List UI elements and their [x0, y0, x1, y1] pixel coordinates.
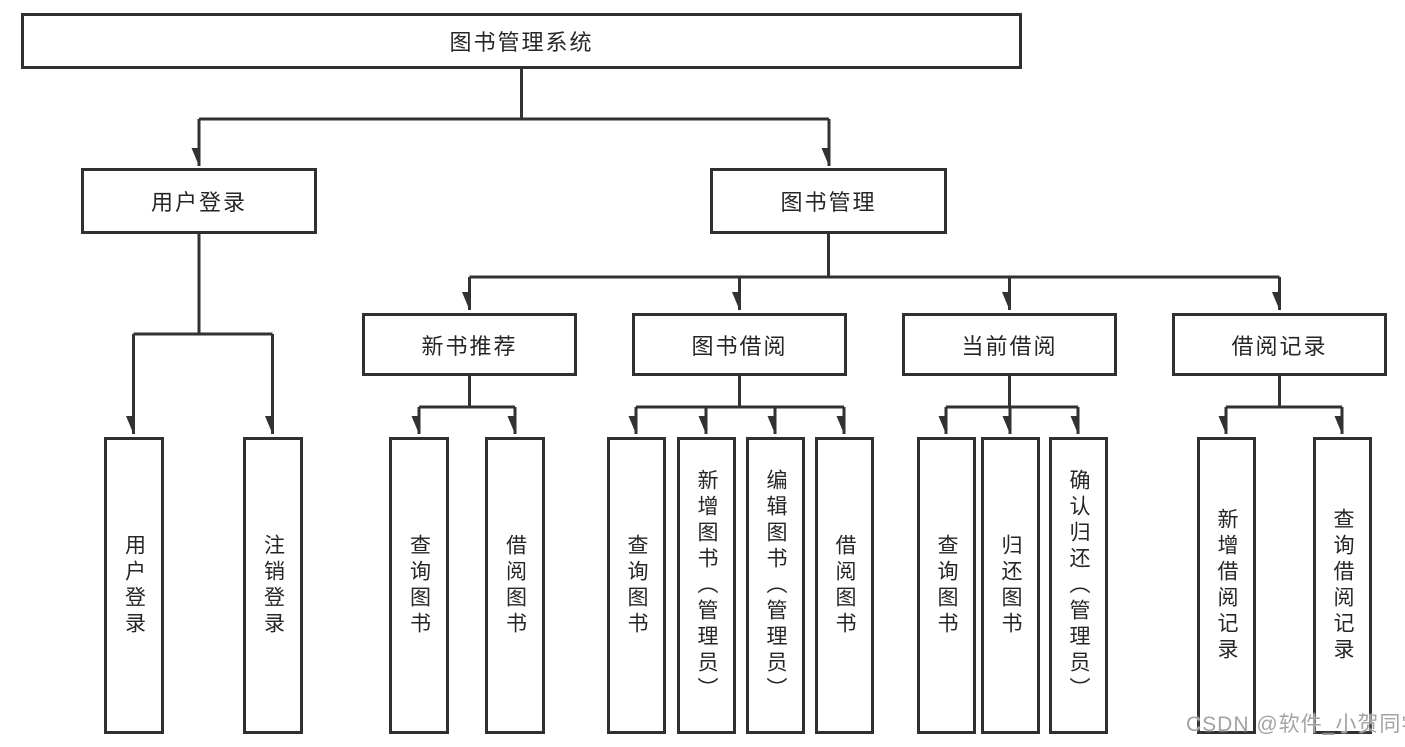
leaf-return-book: 归还图书 [981, 437, 1040, 734]
leaf-label: 查询图书 [935, 533, 958, 638]
leaf-borrow-book-1: 借阅图书 [485, 437, 545, 734]
node-label: 图书管理 [780, 190, 877, 215]
leaf-query-book-1: 查询图书 [389, 437, 449, 734]
leaf-query-borrow-record: 查询借阅记录 [1313, 437, 1372, 734]
leaf-label: 查询借阅记录 [1331, 507, 1354, 664]
leaf-label: 注销登录 [261, 533, 285, 638]
leaf-add-book-admin: 新增图书（管理员） [677, 437, 736, 734]
node-label: 图书管理系统 [449, 30, 594, 55]
leaf-label: 归还图书 [999, 533, 1022, 638]
leaf-user-login: 用户登录 [104, 437, 164, 734]
leaf-label: 新增借阅记录 [1215, 507, 1238, 664]
leaf-label: 用户登录 [122, 533, 146, 638]
leaf-label: 查询图书 [407, 533, 431, 638]
csdn-watermark: CSDN @软件_小贺同学 [1186, 713, 1405, 736]
leaf-logout: 注销登录 [243, 437, 303, 734]
node-label: 新书推荐 [421, 333, 518, 359]
node-label: 图书借阅 [691, 333, 788, 359]
node-label: 借阅记录 [1231, 333, 1328, 359]
node-label: 当前借阅 [961, 333, 1058, 359]
node-current-borrow: 当前借阅 [902, 313, 1117, 376]
node-user-login: 用户登录 [81, 168, 317, 234]
node-book-management: 图书管理 [710, 168, 947, 234]
leaf-label: 借阅图书 [503, 533, 527, 638]
leaf-label: 查询图书 [625, 533, 648, 638]
leaf-label: 借阅图书 [833, 533, 856, 638]
leaf-add-borrow-record: 新增借阅记录 [1197, 437, 1256, 734]
node-book-borrow: 图书借阅 [632, 313, 847, 376]
leaf-confirm-return-admin: 确认归还（管理员） [1049, 437, 1108, 734]
node-library-management-system: 图书管理系统 [21, 13, 1022, 69]
node-label: 用户登录 [150, 190, 247, 215]
leaf-edit-book-admin: 编辑图书（管理员） [746, 437, 805, 734]
node-borrow-record: 借阅记录 [1172, 313, 1387, 376]
leaf-label: 编辑图书（管理员） [764, 468, 787, 703]
leaf-label: 确认归还（管理员） [1067, 468, 1090, 703]
leaf-label: 新增图书（管理员） [695, 468, 718, 703]
leaf-query-book-3: 查询图书 [917, 437, 976, 734]
leaf-query-book-2: 查询图书 [607, 437, 666, 734]
leaf-borrow-book-2: 借阅图书 [815, 437, 874, 734]
node-new-book-recommend: 新书推荐 [362, 313, 577, 376]
